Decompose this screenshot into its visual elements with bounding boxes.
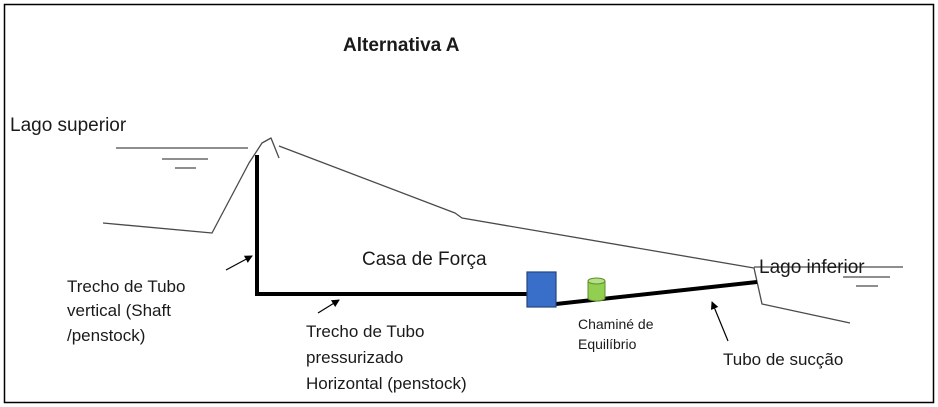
terrain-profile: [102, 137, 851, 324]
upper-lake-label: Lago superior: [10, 115, 127, 136]
lower-lake-water-symbol: [754, 266, 903, 287]
horizontal-penstock-label: Trecho de Tubo pressurizado Horizontal (…: [306, 322, 467, 393]
draft-tube-arrow: [710, 301, 729, 342]
surge-chamber-label: Chaminé de Equilíbrio: [578, 316, 657, 352]
vertical-shaft-label: Trecho de Tubo vertical (Shaft /penstock…: [67, 277, 190, 345]
diagram-title: Alternativa A: [343, 35, 460, 56]
draft-tube-label: Tubo de sucção: [723, 350, 843, 369]
vertical-shaft-arrow: [225, 255, 253, 271]
upper-lake-water-symbol: [116, 147, 248, 169]
lower-lake-label: Lago inferior: [759, 257, 865, 278]
powerhouse-label: Casa de Força: [362, 249, 487, 270]
horizontal-penstock-arrow: [317, 299, 340, 314]
surge-chamber-cylinder: [587, 277, 606, 302]
powerhouse-block: [526, 271, 557, 308]
diagram-frame: [3, 3, 935, 404]
